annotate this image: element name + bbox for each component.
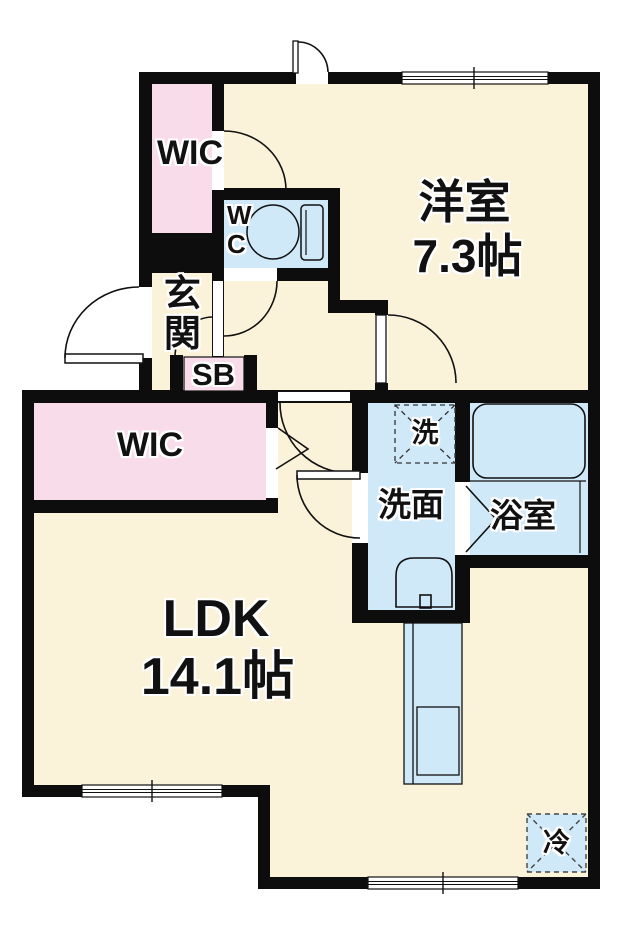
label-western-room-area: 7.3帖 (412, 230, 523, 282)
door-arc-top-flap (297, 41, 329, 73)
wall-wic-lower-bottom (22, 500, 278, 513)
wall-washroom-bottom (352, 610, 470, 623)
wall-left-lower (22, 390, 34, 797)
opening-corridor-line-top (278, 390, 350, 392)
door-gap-wic-top (212, 131, 224, 190)
door-leaf-entrance-hall (212, 280, 224, 357)
label-washroom: 洗面 (378, 486, 444, 523)
door-arc-entrance (64, 286, 140, 359)
label-shoe-box: SB (191, 357, 236, 392)
label-fridge-space: 冷 (543, 828, 570, 858)
corridor (272, 395, 356, 520)
door-gap-western (375, 315, 388, 383)
opening-corridor (278, 390, 350, 403)
label-washer-space: 洗 (411, 418, 439, 448)
wall-sb-left (170, 355, 183, 403)
label-ldk-area: 14.1帖 (140, 648, 295, 706)
wall-bottom-left (22, 785, 270, 797)
label-western-room: 洋室 (418, 176, 511, 228)
label-bathroom: 浴室 (490, 497, 556, 534)
door-gap-top-flap (296, 72, 328, 84)
wall-step-vertical (258, 785, 270, 889)
label-entrance: 玄関 (163, 273, 201, 354)
label-wic-top: WIC (156, 134, 224, 172)
door-leaf-top-flap (292, 40, 299, 74)
wall-wc-right (328, 188, 340, 313)
wall-bath-bottom (455, 555, 600, 568)
wall-bottom (258, 877, 600, 889)
opening-corridor-line-bottom (278, 401, 350, 403)
wall-sb-right (244, 355, 257, 403)
wall-wc-top (212, 188, 340, 200)
wall-wic-entrance (139, 233, 224, 273)
room-ldk-left (28, 505, 270, 790)
wall-top (139, 72, 600, 84)
room-wic-lower (28, 395, 272, 508)
label-wc: WC (227, 200, 252, 260)
wall-western-step-h (328, 300, 388, 313)
room-bathroom (462, 395, 592, 562)
door-leaf-entrance (64, 353, 144, 364)
door-gap-entrance (139, 287, 152, 358)
room-wic-top (143, 76, 218, 238)
wall-right (588, 72, 600, 889)
door-gap-wc (224, 268, 277, 281)
door-gap-wic-lower (266, 428, 278, 498)
label-wic-lower: WIC (116, 426, 184, 464)
label-ldk: LDK (162, 590, 270, 648)
